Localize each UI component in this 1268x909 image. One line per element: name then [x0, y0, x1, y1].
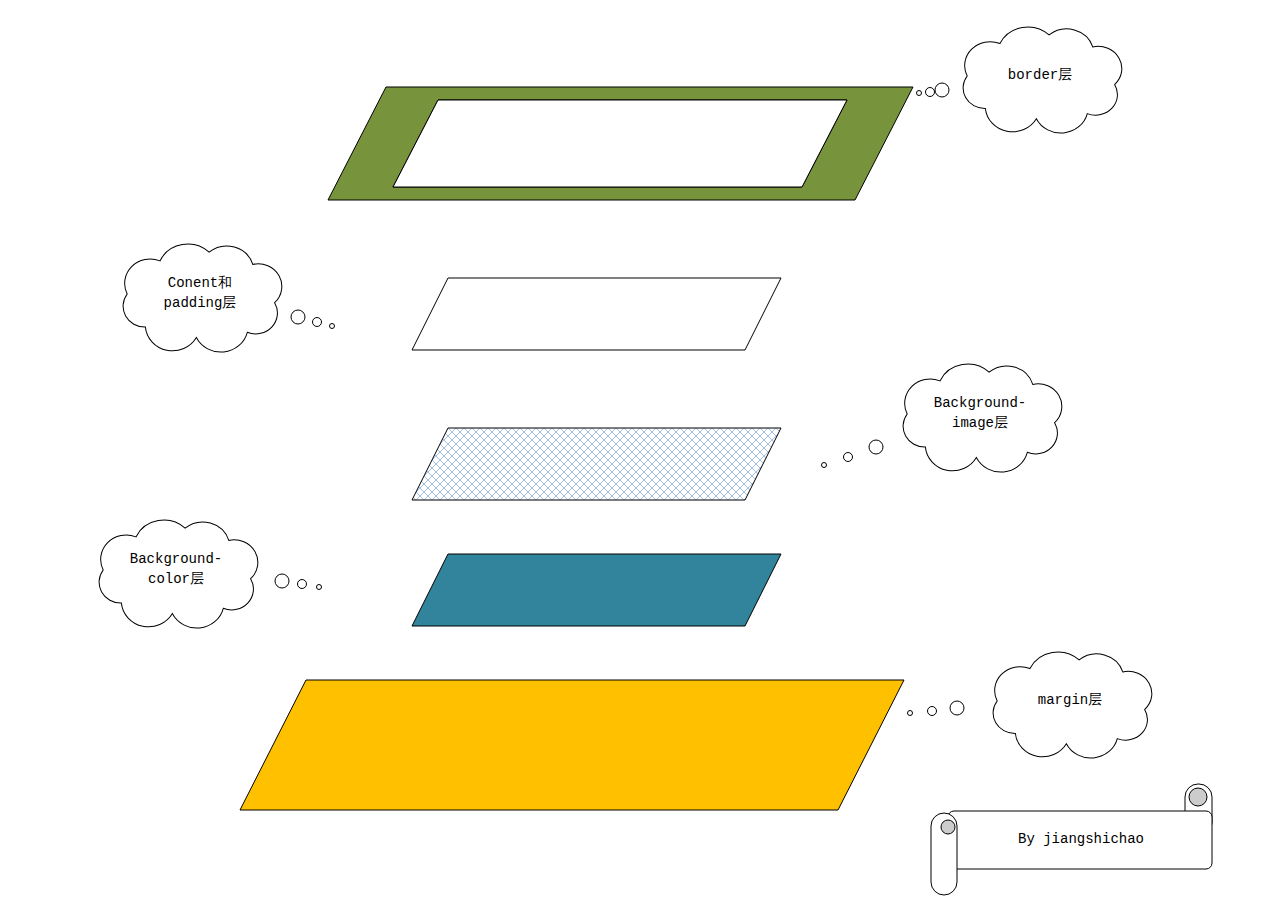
- cloud-outline: [109, 240, 291, 348]
- scroll-path: [931, 784, 1212, 895]
- cloud-path: [963, 27, 1122, 133]
- cloud-path: [123, 244, 282, 352]
- author-credit: By jiangshichao: [1018, 830, 1144, 850]
- cloud-path: [903, 364, 1062, 472]
- cloud-outline: [889, 360, 1071, 468]
- thought-bubbles: [275, 83, 964, 716]
- thought-cloud: Conent和 padding层: [109, 240, 291, 348]
- thought-cloud: border层: [949, 23, 1131, 129]
- margin-layer: [240, 680, 904, 810]
- thought-cloud: margin层: [979, 648, 1161, 754]
- callout-label: Background-image层: [928, 394, 1032, 433]
- callout-label: border层: [1008, 66, 1072, 86]
- cloud-path: [993, 652, 1152, 758]
- callout-label: Conent和 padding层: [148, 274, 252, 313]
- scroll-banner: By jiangshichao: [930, 783, 1213, 897]
- thought-cloud: Background-color层: [85, 516, 267, 624]
- cloud-outline: [85, 516, 267, 624]
- border-inner: [393, 100, 847, 187]
- background-color-layer: [412, 554, 781, 626]
- cloud-path: [99, 520, 258, 628]
- callout-label: margin层: [1038, 691, 1102, 711]
- border-layer: [328, 87, 913, 200]
- content-padding-layer: [412, 278, 781, 350]
- callout-label: Background-color层: [124, 550, 228, 589]
- background-image-layer: [412, 428, 781, 500]
- thought-cloud: Background-image层: [889, 360, 1071, 468]
